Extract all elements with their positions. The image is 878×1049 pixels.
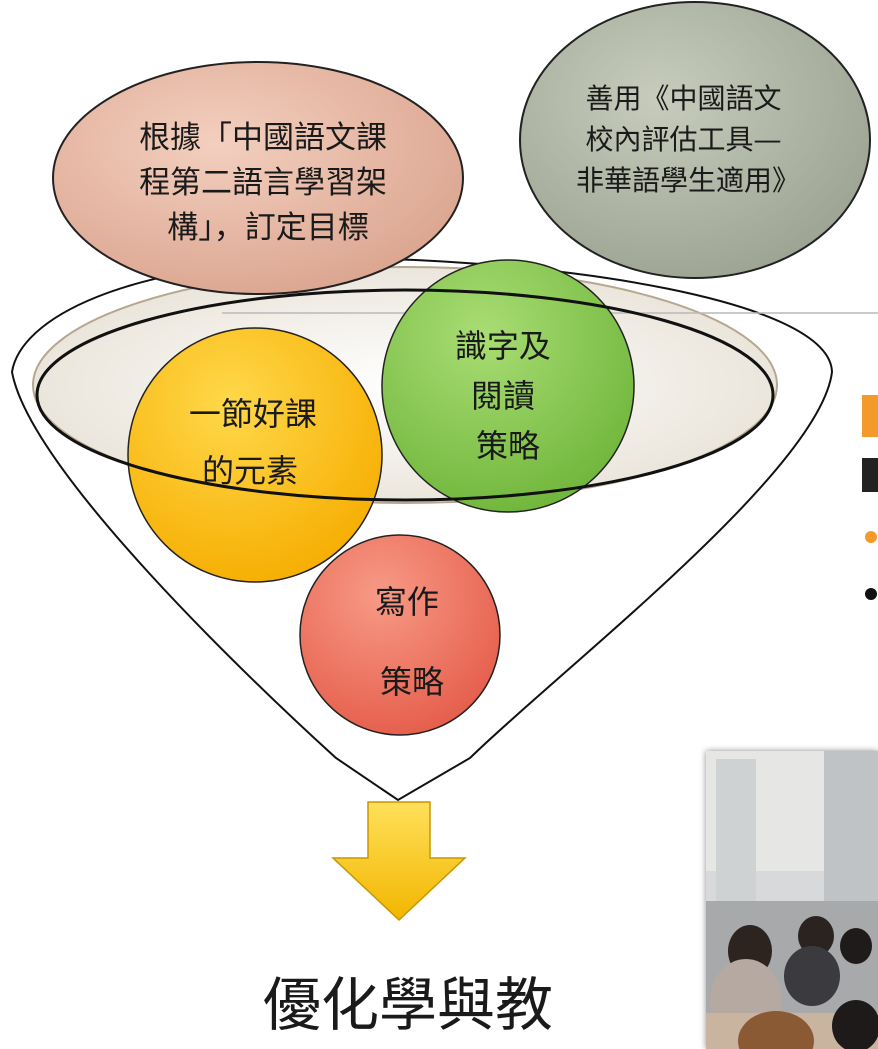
svg-text:根據「中國語文課 程第二語言學習架 構」，訂: 根據「中國語文課 程第二語言學習架 構」，訂定目標: [139, 120, 397, 246]
framework-line-3: 構」，訂定目標: [167, 210, 369, 246]
assessment-line-3: 非華語學生適用》: [576, 164, 800, 197]
black-bullet: [865, 588, 877, 600]
assessment-line-1: 善用《中國語文: [586, 82, 782, 115]
writing-line-2: 策略: [380, 663, 444, 701]
writing-line-1: 寫作: [375, 583, 439, 621]
good-lesson-line-1: 一節好課: [189, 395, 317, 433]
classroom-photo: [706, 751, 878, 1049]
svg-text:善用《中國語文 校內評估工具— 非華語學生適: 善用《中國語文 校內評估工具— 非華語學生適用》: [576, 82, 800, 197]
reading-line-1: 識字及: [455, 327, 551, 365]
good-lesson-line-2: 的元素: [202, 452, 298, 490]
reading-circle: [381, 259, 635, 513]
reading-line-3: 策略: [476, 427, 540, 465]
cropped-heading-glyph: [862, 395, 878, 437]
outcome-label: 優化學與教: [263, 971, 553, 1039]
down-arrow: [331, 801, 467, 922]
writing-circle: [299, 534, 501, 736]
orange-bullet: [865, 531, 877, 543]
assessment-bubble: [519, 1, 871, 279]
svg-text:識字及 閱讀 策略: 識字及 閱讀 策略: [455, 327, 561, 465]
good-lesson-circle: [127, 327, 383, 583]
cropped-subheading-glyph: [862, 458, 878, 492]
assessment-line-2: 校內評估工具—: [586, 123, 782, 156]
reading-line-2: 閱讀: [471, 377, 535, 415]
funnel-mouth-ring: [35, 288, 775, 502]
svg-text:一節好課 的元素: 一節好課 的元素: [189, 395, 327, 490]
framework-line-2: 程第二語言學習架: [139, 165, 387, 201]
svg-text:寫作 策略: 寫作 策略: [375, 583, 449, 701]
framework-bubble: [52, 61, 464, 295]
framework-line-1: 根據「中國語文課: [139, 120, 387, 156]
